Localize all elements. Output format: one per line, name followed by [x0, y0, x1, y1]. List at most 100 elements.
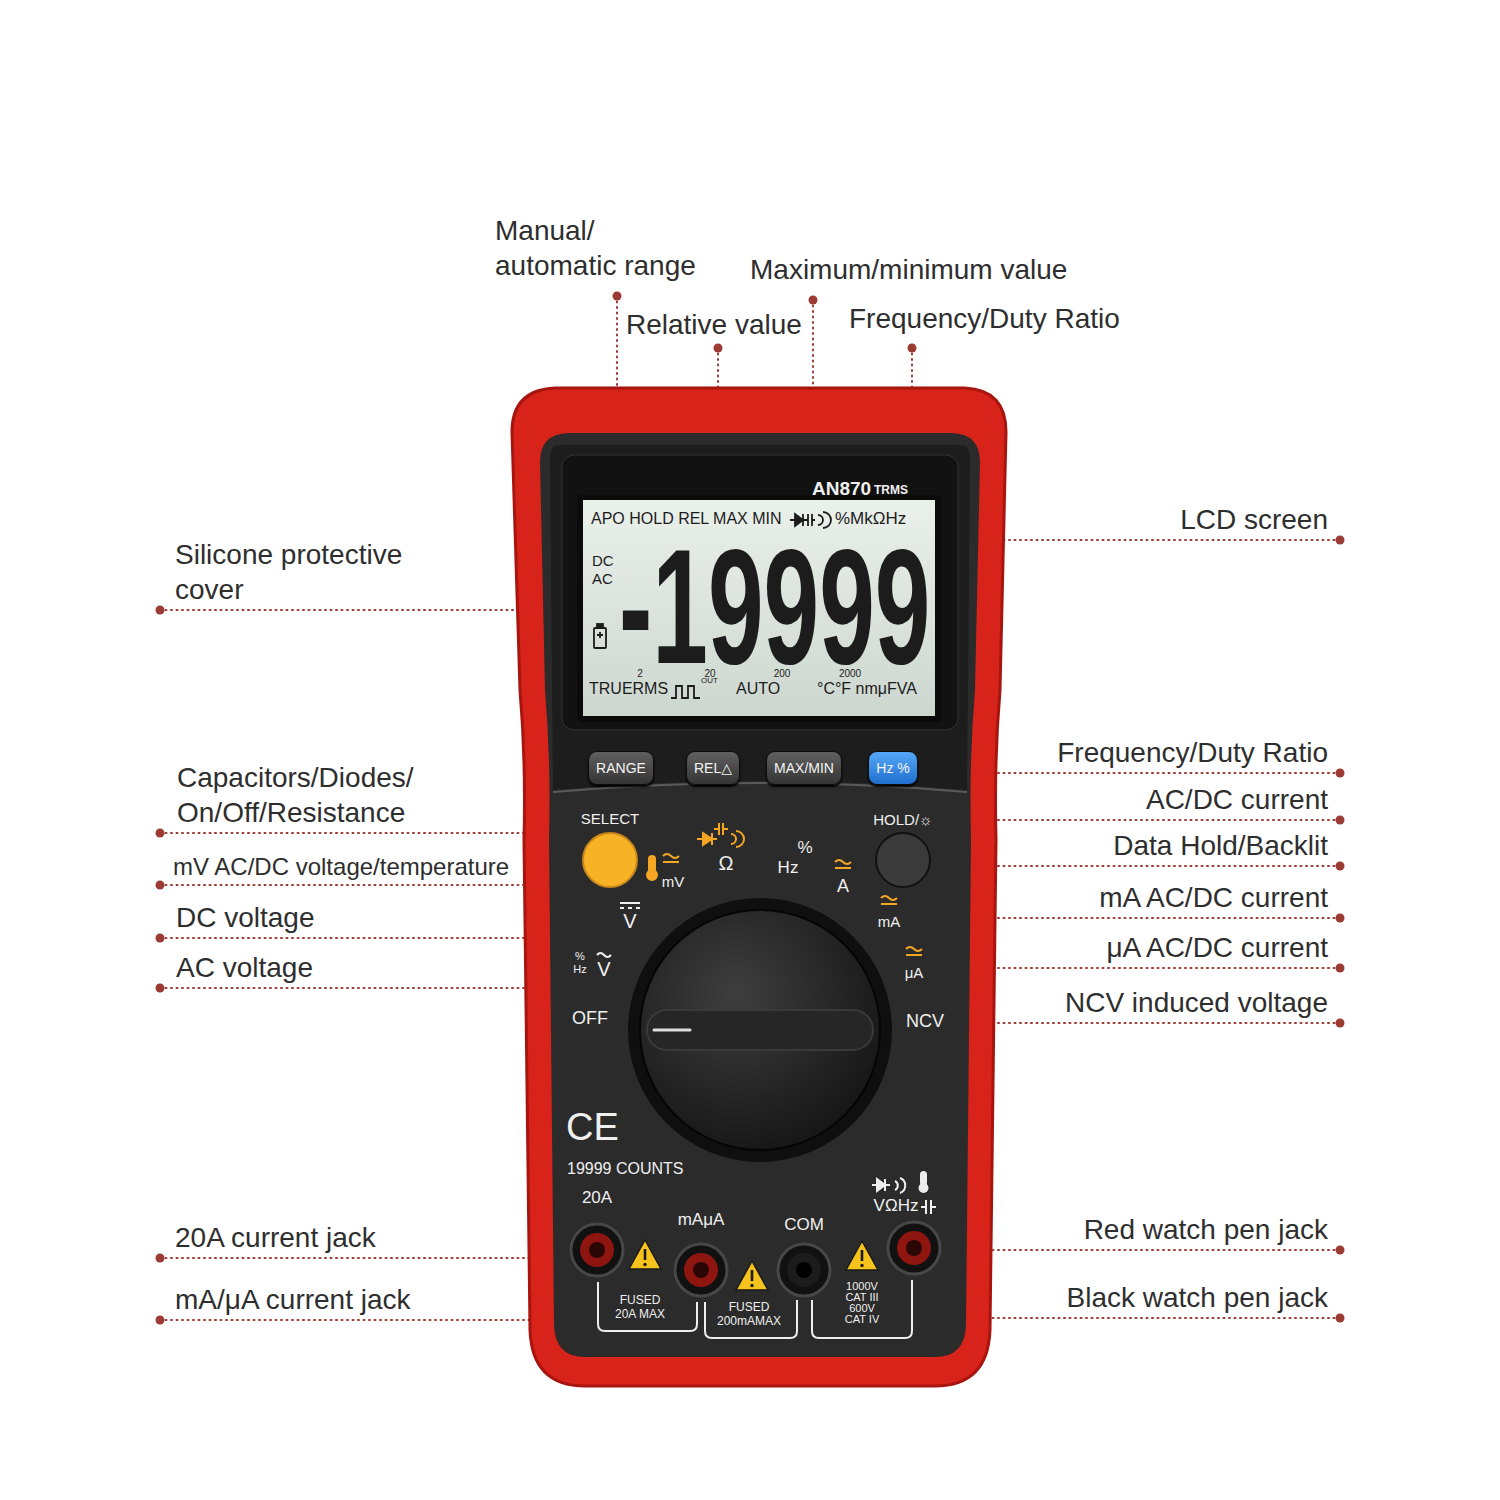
- leader-line: [975, 1317, 1340, 1319]
- leader-dot: [1336, 536, 1345, 545]
- leader-dots: [156, 292, 1345, 1325]
- jack-label: 20A: [582, 1188, 612, 1208]
- lcd-indicator: AC: [592, 570, 613, 587]
- lcd-screen: APO HOLD REL MAX MIN%MkΩHzDCAC-199992202…: [583, 500, 935, 716]
- battery-symbol: [594, 628, 606, 648]
- function-button: REL△: [686, 751, 740, 785]
- dial-marking: %: [797, 838, 812, 858]
- jack: [888, 1222, 940, 1274]
- button-caption: SELECT: [581, 810, 639, 827]
- callout-label: Red watch pen jack: [1084, 1212, 1328, 1247]
- label-holder: Frequency/Duty Ratio: [849, 301, 1120, 336]
- label-holder: HOLD/☼: [873, 811, 933, 828]
- button-text-holder: RANGE: [596, 760, 646, 776]
- silicone-cover: [512, 388, 1006, 1386]
- callout-label: Silicone protective cover: [175, 537, 435, 607]
- acdc-symbol: [835, 860, 851, 868]
- callout-label: DC voltage: [176, 900, 315, 935]
- diode-symbol: [872, 1179, 890, 1191]
- leader-line: [160, 832, 575, 834]
- label-holder: AC voltage: [176, 950, 313, 985]
- label-holder: Manual/ automatic range: [495, 213, 720, 283]
- warning-triangle: [846, 1241, 878, 1270]
- leader-dot: [1336, 964, 1345, 973]
- label-holder: CE: [566, 1106, 619, 1150]
- callout-label: LCD screen: [1180, 502, 1328, 537]
- hold-button: [876, 833, 930, 887]
- warning-mark: [751, 1270, 754, 1281]
- label-holder: Data Hold/Backlit: [1113, 828, 1328, 863]
- leader-line: [945, 1249, 1340, 1251]
- leader-dot: [156, 984, 165, 993]
- label-holder: NCV: [906, 1011, 944, 1032]
- leader-dot: [156, 1316, 165, 1325]
- lcd-glass: [583, 500, 935, 716]
- label-holder: mV AC/DC voltage/temperature: [173, 852, 509, 882]
- battery-symbol: [597, 632, 603, 638]
- callout-label: 20A current jack: [175, 1220, 376, 1255]
- dial-marking: μA: [905, 964, 924, 981]
- sound-symbol: [895, 1178, 905, 1193]
- lcd-indicator: DC: [592, 552, 614, 569]
- lcd-indicator: 200: [774, 668, 791, 680]
- safety-rating: 1000V CAT III 600V CAT IV: [840, 1281, 884, 1325]
- lcd-text-holder: DC: [592, 552, 614, 569]
- lcd-text-holder: AUTO: [736, 680, 780, 698]
- diode-symbol: [795, 514, 803, 526]
- label-holder: COM: [784, 1215, 824, 1235]
- leader-dot: [156, 881, 165, 890]
- label-holder: %: [575, 950, 585, 963]
- callout-label: Relative value: [626, 307, 802, 342]
- leader-dot: [1336, 1246, 1345, 1255]
- leader-dot: [1336, 769, 1345, 778]
- label-holder: Frequency/Duty Ratio: [1057, 735, 1328, 770]
- callout-label: mA AC/DC current: [1099, 880, 1328, 915]
- button-text-holder: Hz %: [876, 760, 909, 776]
- callout-label: NCV induced voltage: [1065, 985, 1328, 1020]
- warning-mark: [750, 1284, 753, 1287]
- label-holder: 20A: [582, 1188, 612, 1208]
- sound-symbol: [731, 831, 744, 847]
- jack-hole: [589, 1242, 605, 1258]
- jack-socket: [787, 1253, 821, 1287]
- callout-label: Frequency/Duty Ratio: [1057, 735, 1328, 770]
- leader-dot: [1336, 1019, 1345, 1028]
- label-holder: OFF: [572, 1008, 608, 1029]
- fuse-rating: FUSED 20A MAX: [610, 1294, 670, 1322]
- lcd-text-holder: OUT: [701, 676, 718, 685]
- label-holder: mA AC/DC current: [1099, 880, 1328, 915]
- dial-marking: NCV: [906, 1011, 944, 1032]
- diode-symbol: [790, 514, 806, 526]
- lcd-text-holder: -19999: [619, 546, 930, 621]
- warning-triangle: [629, 1240, 661, 1269]
- leader-dot: [1336, 1314, 1345, 1323]
- lcd-text-holder: TRUERMS: [589, 680, 668, 698]
- dc-symbol: [620, 903, 640, 908]
- leader-line: [952, 1022, 1340, 1024]
- jack: [571, 1224, 623, 1276]
- lcd-text-holder: °C°F nmμFVA: [817, 680, 917, 698]
- meter-face: [540, 433, 980, 1357]
- jack-hole: [906, 1240, 922, 1256]
- leader-dot: [1336, 862, 1345, 871]
- lcd-indicator: 2: [637, 668, 643, 680]
- label-holder: DC voltage: [176, 900, 315, 935]
- label-holder: TRMS: [874, 484, 908, 498]
- button-label: MAX/MIN: [774, 760, 834, 776]
- callout-label: AC voltage: [176, 950, 313, 985]
- lcd-indicator: AUTO: [736, 680, 780, 698]
- lcd-reading: -19999: [619, 546, 930, 668]
- model-name: AN870: [812, 478, 871, 500]
- lcd-indicator: APO HOLD REL MAX MIN: [591, 510, 782, 528]
- lcd-text-holder: 2000: [839, 668, 861, 680]
- lcd-indicator: TRUERMS: [589, 680, 668, 698]
- jack-hole: [796, 1262, 812, 1278]
- leader-dot: [714, 344, 723, 353]
- jack-socket: [580, 1233, 614, 1267]
- label-holder: Red watch pen jack: [1084, 1212, 1328, 1247]
- lcd-text-holder: %MkΩHz: [835, 509, 906, 529]
- jack-label: VΩHz: [874, 1196, 919, 1216]
- warning-mark: [861, 1250, 864, 1261]
- label-holder: Maximum/minimum value: [750, 252, 1067, 287]
- lcd-text-holder: AC: [592, 570, 613, 587]
